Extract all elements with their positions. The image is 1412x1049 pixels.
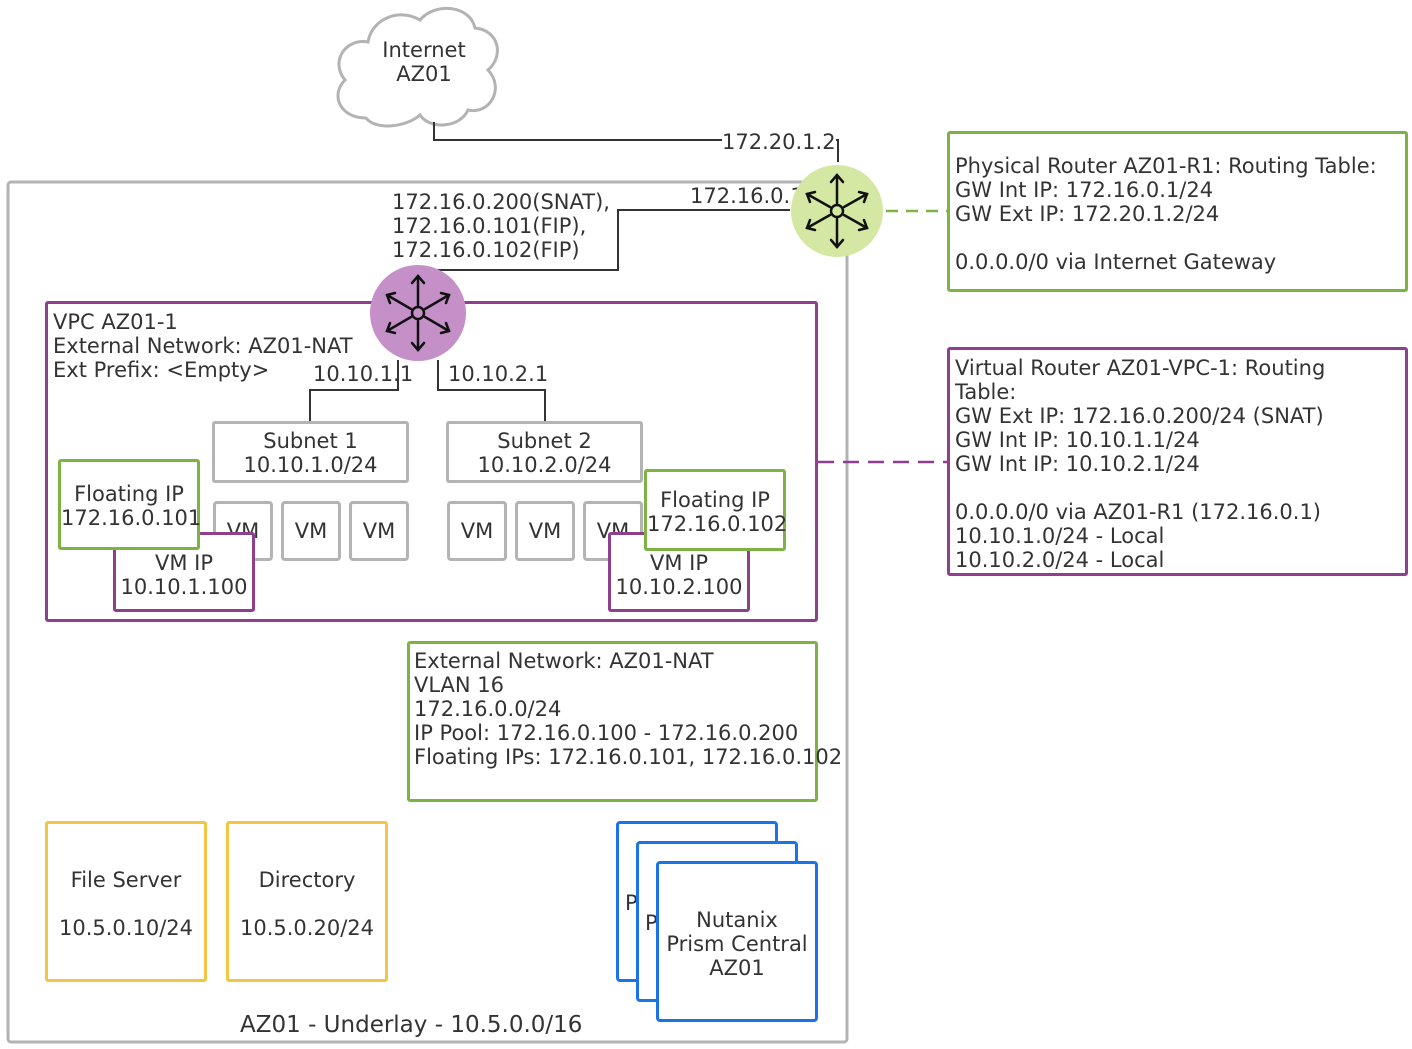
vm-ip-value: 10.10.1.100 — [120, 575, 248, 599]
vrouter-ext-ip-snat: 172.16.0.200(SNAT), — [392, 190, 610, 214]
table-line: 10.10.2.0/24 - Local — [955, 548, 1165, 572]
ext-net-cidr: 172.16.0.0/24 — [414, 697, 562, 721]
directory-name: Directory — [258, 868, 356, 892]
table-line: 0.0.0.0/0 via AZ01-R1 (172.16.0.1) — [955, 500, 1322, 524]
table-line: 0.0.0.0/0 via Internet Gateway — [955, 250, 1277, 274]
ext-net-floating-ips: Floating IPs: 172.16.0.101, 172.16.0.102 — [414, 745, 843, 769]
ext-net-name: External Network: AZ01-NAT — [414, 649, 714, 673]
subnet-1-box: Subnet 1 10.10.1.0/24 — [212, 421, 409, 483]
external-network-box: External Network: AZ01-NAT VLAN 16 172.1… — [407, 641, 842, 802]
table-line: Table: — [955, 380, 1017, 404]
vm-label: VM — [460, 519, 494, 543]
physical-router-table-lines: Physical Router AZ01-R1: Routing Table: … — [955, 154, 1377, 274]
vpc-ext-prefix: Ext Prefix: <Empty> — [53, 358, 270, 382]
vpc-name: VPC AZ01-1 — [53, 310, 178, 334]
subnet-name: Subnet 2 — [497, 429, 592, 453]
vm-box[interactable]: VM — [281, 501, 341, 561]
ext-net-vlan: VLAN 16 — [414, 673, 505, 697]
internet-label: Internet AZ01 — [364, 38, 484, 86]
virtual-router-table: Virtual Router AZ01-VPC-1: Routing Table… — [947, 347, 1408, 576]
subnet-cidr: 10.10.2.0/24 — [477, 453, 612, 477]
floating-ip-value: 172.16.0.102 — [647, 512, 788, 536]
directory-box: Directory 10.5.0.20/24 — [226, 821, 388, 982]
vpc-box: VPC AZ01-1 External Network: AZ01-NAT Ex… — [45, 301, 818, 622]
file-server-box: File Server 10.5.0.10/24 — [45, 821, 207, 982]
subnet-name: Subnet 1 — [263, 429, 358, 453]
floating-ip-box-1: Floating IP 172.16.0.101 — [58, 459, 202, 550]
vm-label: VM — [362, 519, 396, 543]
table-line: Physical Router AZ01-R1: Routing Table: — [955, 154, 1377, 178]
vm-box[interactable]: VM — [349, 501, 409, 561]
floating-ip-2: Floating IP 172.16.0.102 — [647, 488, 788, 536]
table-line: GW Ext IP: 172.20.1.2/24 — [955, 202, 1220, 226]
vm-box[interactable]: VM — [515, 501, 575, 561]
vm-box[interactable]: VM — [447, 501, 507, 561]
external-network-info: External Network: AZ01-NAT VLAN 16 172.1… — [414, 649, 842, 769]
table-line: GW Int IP: 10.10.1.1/24 — [955, 428, 1200, 452]
vpc-info: VPC AZ01-1 External Network: AZ01-NAT Ex… — [53, 310, 353, 382]
virtual-router-icon[interactable] — [368, 263, 468, 363]
prism-line: Prism Central — [666, 932, 808, 956]
vrouter-ext-ips: 172.16.0.200(SNAT), 172.16.0.101(FIP), 1… — [392, 190, 610, 262]
file-server-ip: 10.5.0.10/24 — [59, 916, 193, 940]
vm-label: VM — [528, 519, 562, 543]
underlay-box — [6, 180, 849, 1044]
subnet-cidr: 10.10.1.0/24 — [243, 453, 378, 477]
vm-ip-1: VM IP 10.10.1.100 — [116, 551, 252, 599]
prism-central-box[interactable]: Nutanix Prism Central AZ01 — [656, 861, 818, 1022]
prism-line: AZ01 — [709, 956, 765, 980]
vrouter-ext-ip-fip2: 172.16.0.102(FIP) — [392, 238, 580, 262]
internet-title: Internet — [382, 38, 466, 62]
floating-ip-box-2: Floating IP 172.16.0.102 — [644, 469, 788, 551]
vm-ip-2: VM IP 10.10.2.100 — [611, 551, 747, 599]
table-line: 10.10.1.0/24 - Local — [955, 524, 1165, 548]
phys-int-ip-label: 172.16.0.1 — [690, 184, 804, 208]
floating-ip-title: Floating IP — [74, 482, 184, 506]
table-line: GW Ext IP: 172.16.0.200/24 (SNAT) — [955, 404, 1324, 428]
physical-router-icon[interactable] — [789, 163, 885, 259]
vm-label: VM — [294, 519, 328, 543]
table-line: GW Int IP: 10.10.2.1/24 — [955, 452, 1200, 476]
subnet-2-box: Subnet 2 10.10.2.0/24 — [446, 421, 643, 483]
virtual-router-table-lines: Virtual Router AZ01-VPC-1: Routing Table… — [955, 356, 1325, 572]
prism-stack-letter: P — [645, 911, 658, 935]
vm-ip-title: VM IP — [649, 551, 709, 575]
vrouter-ext-ip-fip1: 172.16.0.101(FIP), — [392, 214, 587, 238]
table-line: Virtual Router AZ01-VPC-1: Routing — [955, 356, 1326, 380]
prism-line: Nutanix — [696, 908, 778, 932]
subnet1-gateway-label: 10.10.1.1 — [313, 362, 414, 386]
internet-zone: AZ01 — [396, 62, 452, 86]
vm-ip-title: VM IP — [154, 551, 214, 575]
table-line: GW Int IP: 172.16.0.1/24 — [955, 178, 1214, 202]
subnet-1-label: Subnet 1 10.10.1.0/24 — [215, 429, 406, 477]
subnet2-gateway-label: 10.10.2.1 — [448, 362, 549, 386]
table-line — [955, 226, 1377, 250]
floating-ip-value: 172.16.0.101 — [61, 506, 202, 530]
phys-ext-ip-label: 172.20.1.2 — [722, 130, 836, 154]
file-server-name: File Server — [70, 868, 182, 892]
floating-ip-1: Floating IP 172.16.0.101 — [61, 482, 202, 530]
subnet-2-label: Subnet 2 10.10.2.0/24 — [449, 429, 640, 477]
vm-ip-value: 10.10.2.100 — [615, 575, 743, 599]
physical-router-table: Physical Router AZ01-R1: Routing Table: … — [947, 131, 1408, 292]
vpc-external-network: External Network: AZ01-NAT — [53, 334, 353, 358]
prism-central-label: Nutanix Prism Central AZ01 — [659, 908, 815, 980]
ext-net-ip-pool: IP Pool: 172.16.0.100 - 172.16.0.200 — [414, 721, 799, 745]
table-line — [955, 476, 1325, 500]
directory-ip: 10.5.0.20/24 — [240, 916, 374, 940]
underlay-label: AZ01 - Underlay - 10.5.0.0/16 — [240, 1012, 583, 1038]
prism-stack-letter: P — [625, 891, 638, 915]
floating-ip-title: Floating IP — [660, 488, 770, 512]
